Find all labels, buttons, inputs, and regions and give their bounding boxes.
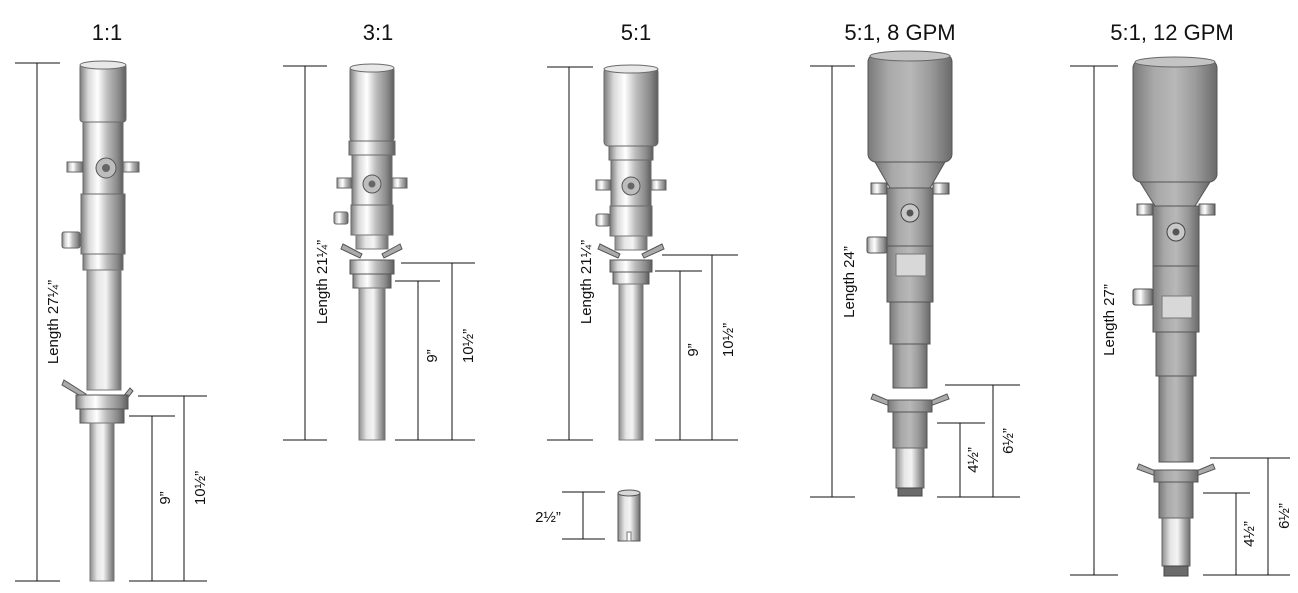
pump-3-accessory-label: 2½”	[535, 509, 561, 526]
pump-2-dim-a-label: 9”	[424, 349, 441, 362]
pump-5-length-dimension: Length 27”	[1070, 65, 1118, 576]
pump-4-dim-b-label: 6½”	[1000, 428, 1017, 454]
pump-4-length-dimension: Length 24”	[810, 65, 858, 498]
pump-2-dimension-b: 10½”	[401, 262, 477, 441]
sleeve-icon	[617, 489, 641, 542]
pump-2-dimension-a: 9”	[395, 280, 441, 441]
pump-2-length-dimension: Length 21¼”	[283, 65, 331, 441]
pump-2-dim-b-label: 10½”	[460, 329, 477, 363]
pump-5-dimension-b: 6½”	[1210, 457, 1293, 576]
pump-1-dimension-b: 10½”	[138, 395, 209, 582]
pump-2-title: 3:1	[363, 20, 394, 45]
pump-2-illustration	[333, 63, 408, 441]
pump-5-title: 5:1, 12 GPM	[1110, 20, 1234, 45]
pump-4-length-label: Length 24”	[841, 246, 858, 318]
pump-3-dimension-a: 9”	[655, 270, 702, 441]
pump-5-length-label: Length 27”	[1101, 284, 1118, 356]
pump-1-length-dimension: Length 27¼”	[15, 62, 62, 582]
pump-4-dimension-a: 4½”	[937, 422, 985, 498]
pump-1: 1:1 Length 27¼”	[15, 20, 209, 582]
pump-3: 5:1 Length 21¼”	[535, 20, 738, 542]
pump-2-length-label: Length 21¼”	[314, 240, 331, 324]
pump-3-dimension-b: 10½”	[662, 254, 738, 441]
pump-5-dim-a-label: 4½”	[1241, 521, 1258, 547]
pump-4: 5:1, 8 GPM Length 24”	[810, 20, 1020, 498]
pump-1-length-label: Length 27¼”	[45, 280, 62, 364]
pump-4-dimension-b: 6½”	[945, 384, 1020, 498]
pump-1-dimension-a: 9”	[129, 415, 175, 582]
pump-4-dim-a-label: 4½”	[965, 447, 982, 473]
pump-1-title: 1:1	[92, 20, 123, 45]
pump-3-illustration	[595, 64, 667, 441]
pump-3-dim-a-label: 9”	[685, 343, 702, 356]
pump-4-illustration	[866, 50, 953, 497]
pump-5-illustration	[1132, 56, 1218, 577]
pump-5-dim-b-label: 6½”	[1276, 503, 1293, 529]
pump-3-length-dimension: Length 21¼”	[547, 66, 595, 441]
pump-3-length-label: Length 21¼”	[578, 240, 595, 324]
pump-2: 3:1 Length 21¼”	[283, 20, 477, 441]
pump-1-dim-b-label: 10½”	[192, 471, 209, 505]
pump-1-illustration	[61, 60, 140, 582]
pump-1-dim-a-label: 9”	[157, 491, 174, 504]
pump-3-accessory: 2½”	[535, 489, 641, 542]
pump-3-title: 5:1	[621, 20, 652, 45]
pump-3-dim-b-label: 10½”	[720, 323, 737, 357]
pump-5: 5:1, 12 GPM Length 27”	[1070, 20, 1293, 577]
pump-5-dimension-a: 4½”	[1203, 492, 1258, 576]
pump-4-title: 5:1, 8 GPM	[844, 20, 955, 45]
